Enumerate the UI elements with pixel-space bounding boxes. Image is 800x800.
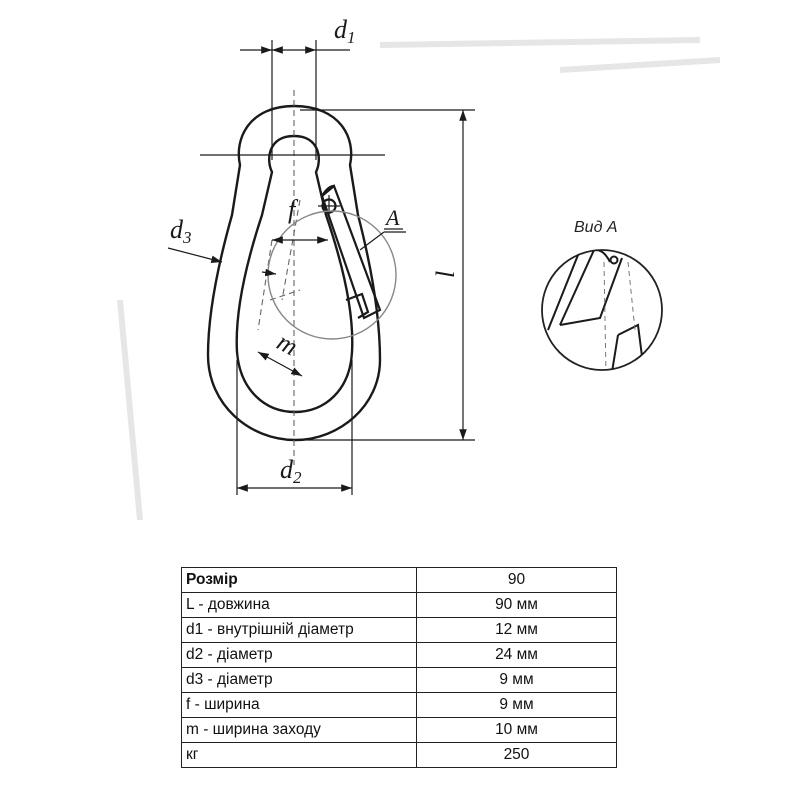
row-key: L - довжина (181, 592, 417, 618)
row-key: d2 - діаметр (181, 642, 417, 668)
body-inner-outline (235, 134, 354, 414)
label-l: l (431, 271, 460, 278)
table-row: d1 - внутрішній діаметр 12 мм (181, 617, 617, 643)
table-row: L - довжина 90 мм (181, 592, 617, 618)
hidden-lines (257, 90, 301, 465)
carabiner-body (206, 104, 382, 442)
table-row: d3 - діаметр 9 мм (181, 667, 617, 693)
row-key: кг (181, 742, 417, 768)
table-header-value: 90 (416, 567, 617, 593)
row-key: d1 - внутрішній діаметр (181, 617, 417, 643)
table-row: кг 250 (181, 742, 617, 768)
carabiner-drawing: d1 d2 d3 f m l A Вид А (117, 15, 721, 521)
row-key: d3 - діаметр (181, 667, 417, 693)
row-value: 10 мм (416, 717, 617, 743)
row-value: 24 мм (416, 642, 617, 668)
row-value: 250 (416, 742, 617, 768)
row-value: 9 мм (416, 667, 617, 693)
row-key: m - ширина заходу (181, 717, 417, 743)
table-row: f - ширина 9 мм (181, 692, 617, 718)
table-header-key: Розмір (181, 567, 417, 593)
label-d2: d2 (280, 455, 302, 487)
table-header-row: Розмір 90 (181, 567, 617, 593)
view-a-detail (541, 249, 663, 371)
faint-background-marks (117, 37, 721, 521)
dimension-lines (167, 40, 475, 495)
row-value: 9 мм (416, 692, 617, 718)
table-row: d2 - діаметр 24 мм (181, 642, 617, 668)
label-d1: d1 (334, 15, 356, 47)
row-value: 90 мм (416, 592, 617, 618)
label-f: f (288, 195, 299, 224)
row-value: 12 мм (416, 617, 617, 643)
spec-table: Розмір 90 L - довжина 90 мм d1 - внутріш… (181, 567, 617, 768)
label-m: m (272, 327, 302, 361)
carabiner-gate (318, 184, 382, 320)
body-outer-outline (206, 104, 382, 442)
view-a-circle (541, 249, 663, 371)
label-d3: d3 (170, 215, 192, 247)
row-key: f - ширина (181, 692, 417, 718)
label-A: A (384, 205, 400, 230)
table-row: m - ширина заходу 10 мм (181, 717, 617, 743)
view-a-title: Вид А (574, 219, 618, 236)
